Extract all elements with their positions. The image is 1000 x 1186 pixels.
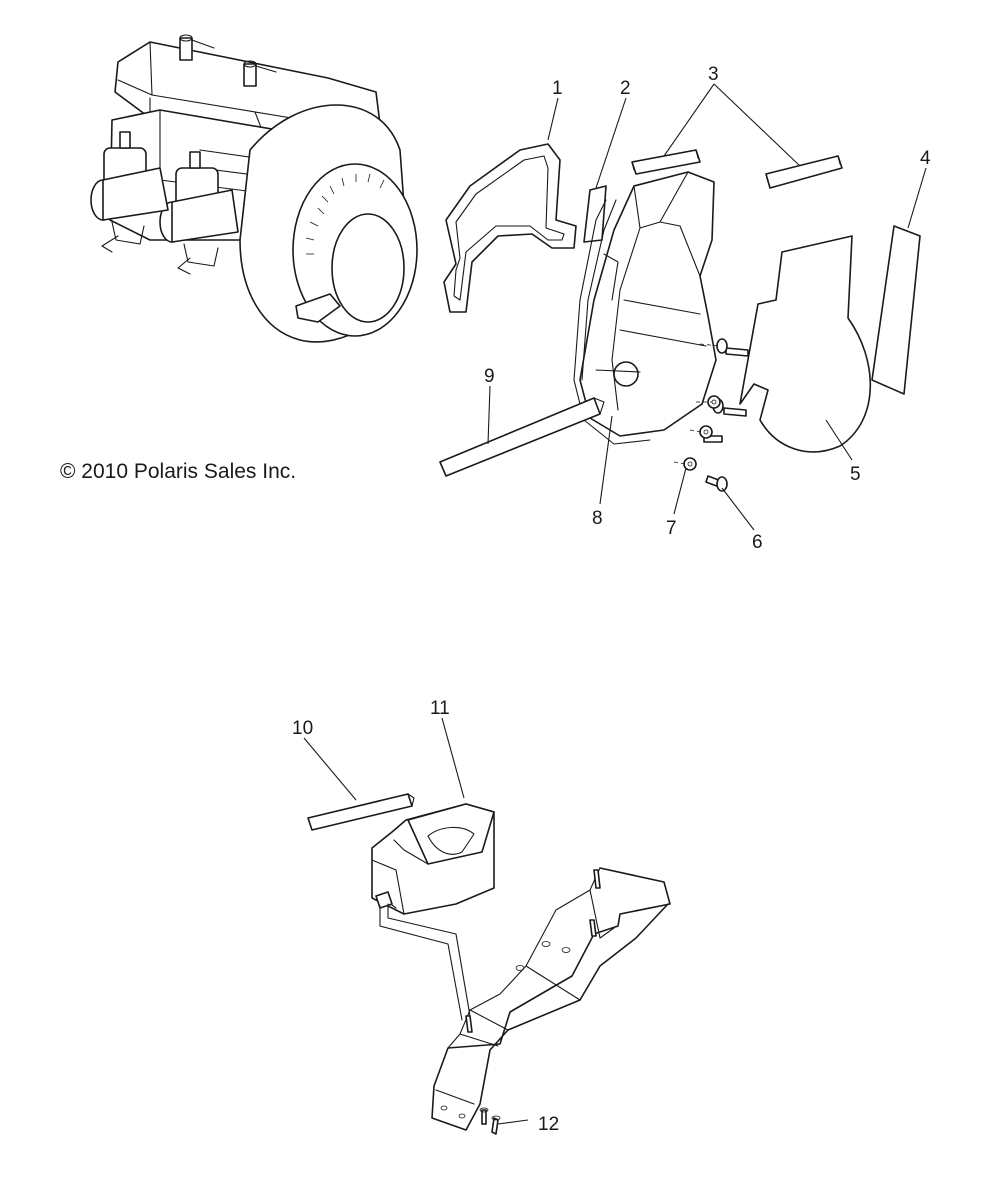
callout-2: 2 [620, 78, 631, 99]
callout-1: 1 [552, 78, 563, 99]
part-5-cover [739, 235, 872, 453]
part-4-strip [871, 225, 921, 395]
callout-3: 3 [708, 64, 719, 85]
callout-12: 12 [538, 1114, 559, 1135]
part-8-guard-housing [573, 171, 717, 445]
callout-4: 4 [920, 148, 931, 169]
part-10-foam-bar [307, 793, 415, 831]
callout-9: 9 [484, 366, 495, 387]
copyright-notice: © 2010 Polaris Sales Inc. [60, 460, 296, 483]
part-9-foam-bar [439, 397, 605, 477]
callout-10: 10 [292, 718, 313, 739]
callout-5: 5 [850, 464, 861, 485]
callout-11: 11 [430, 698, 450, 719]
part-3-strips [631, 149, 843, 189]
callout-labels: 1 2 3 4 5 6 7 8 9 10 11 12 [292, 64, 931, 1135]
fasteners [673, 338, 749, 492]
leader-lines [303, 83, 927, 1125]
engine [90, 34, 418, 343]
tunnel-bracket [375, 867, 671, 1135]
callout-7: 7 [666, 518, 677, 539]
callout-6: 6 [752, 532, 763, 553]
part-11-airbox [371, 803, 495, 915]
callout-8: 8 [592, 508, 603, 529]
part-1-gasket [443, 143, 577, 313]
